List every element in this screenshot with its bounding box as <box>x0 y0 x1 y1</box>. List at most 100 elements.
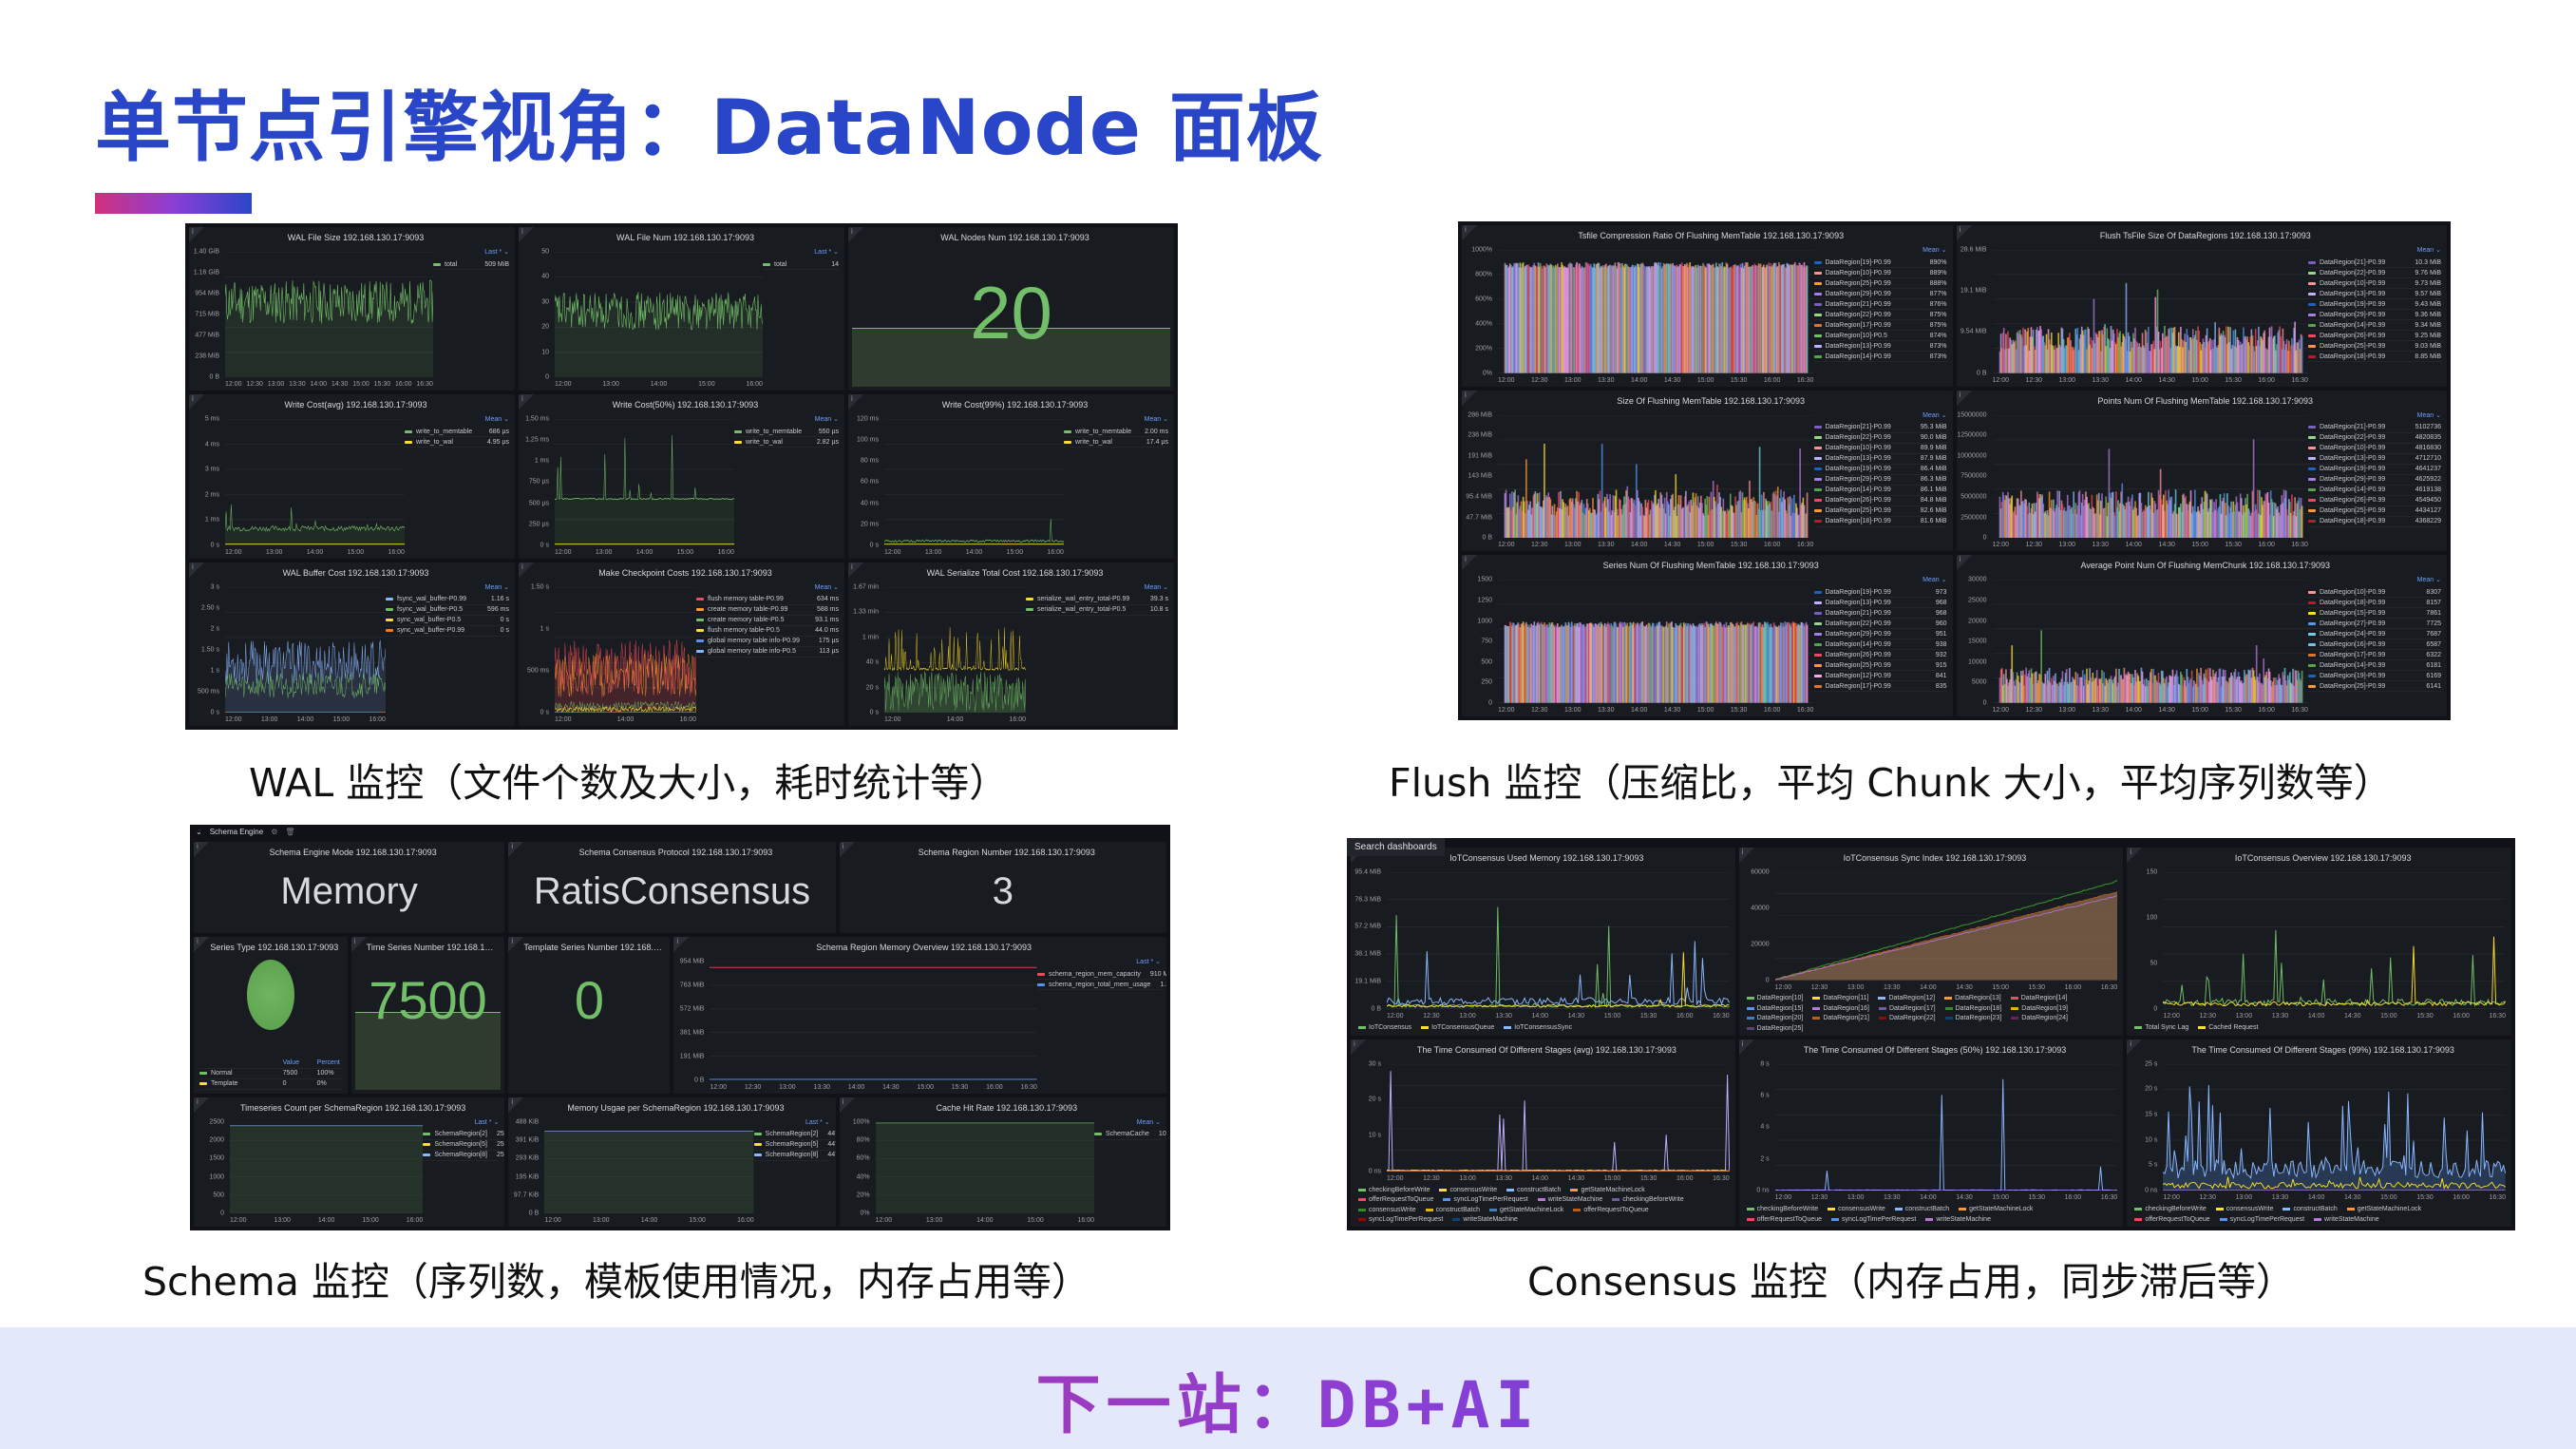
legend-item[interactable]: DataRegion[25] <box>1746 1024 1803 1033</box>
legend-item[interactable]: offerRequestToQueue <box>1573 1206 1649 1214</box>
info-icon[interactable]: i <box>848 227 863 242</box>
pie-chart[interactable] <box>246 960 294 1031</box>
plot-area[interactable] <box>1498 580 1814 703</box>
legend-item[interactable]: Total Sync Lag <box>2134 1023 2188 1033</box>
info-icon[interactable]: i <box>673 937 690 953</box>
schema-row-header[interactable]: ⌄ Schema Engine ⚙ 🗑 <box>190 825 1170 838</box>
plot-area[interactable] <box>230 1121 424 1213</box>
legend-item[interactable]: constructBatch <box>1506 1186 1561 1194</box>
legend-item[interactable]: IoTConsensusSync <box>1504 1023 1572 1033</box>
plot-area[interactable] <box>2163 1063 2506 1191</box>
legend-item[interactable]: checkingBeforeWrite <box>2134 1205 2207 1213</box>
plot-area[interactable] <box>555 419 734 545</box>
plot-area[interactable] <box>710 962 1037 1080</box>
legend-sort-header[interactable]: Mean ⌄ <box>484 583 509 591</box>
plot-area[interactable] <box>1992 250 2308 373</box>
legend-sort-header[interactable]: Mean ⌄ <box>814 416 839 424</box>
plot-area[interactable] <box>1387 872 1730 1009</box>
legend-sort-header[interactable]: Mean ⌄ <box>1144 583 1168 591</box>
legend-item[interactable]: DataRegion[13] <box>1944 995 2001 1003</box>
legend-item[interactable]: consensusWrite <box>1439 1186 1497 1194</box>
legend-item[interactable]: DataRegion[15] <box>1746 1004 1803 1013</box>
legend-item[interactable]: offerRequestToQueue <box>1358 1196 1433 1205</box>
info-icon[interactable]: i <box>1956 555 1972 571</box>
legend-item[interactable]: writeStateMachine <box>1537 1196 1602 1205</box>
legend-sort-header[interactable]: Mean ⌄ <box>1923 411 1947 419</box>
legend-item[interactable]: SchemaRegion[5]2500 <box>423 1140 504 1151</box>
legend-item[interactable]: consensusWrite <box>1828 1205 1885 1213</box>
legend-item[interactable]: SchemaRegion[5]447 KiB <box>753 1140 836 1151</box>
legend-item[interactable]: DataRegion[23] <box>1944 1015 2001 1023</box>
legend-item[interactable]: getStateMachineLock <box>1959 1205 2033 1213</box>
legend-item[interactable]: syncLogTimePerRequest <box>1443 1196 1528 1205</box>
info-icon[interactable]: i <box>2127 848 2143 863</box>
legend-item[interactable]: writeStateMachine <box>2314 1215 2379 1224</box>
plot-area[interactable] <box>225 419 405 545</box>
info-icon[interactable]: i <box>1956 390 1972 406</box>
plot-area[interactable] <box>225 252 433 378</box>
legend-column-header[interactable]: Percent <box>316 1059 340 1067</box>
legend-item[interactable]: offerRequestToQueue <box>2134 1215 2210 1224</box>
legend-sort-header[interactable]: Mean ⌄ <box>814 583 839 591</box>
info-icon[interactable]: i <box>848 562 863 578</box>
legend-item[interactable]: IoTConsensus <box>1358 1023 1411 1033</box>
chevron-down-icon[interactable]: ⌄ <box>196 827 202 836</box>
plot-area[interactable] <box>2163 872 2506 1009</box>
legend-item[interactable]: checkingBeforeWrite <box>1358 1186 1430 1194</box>
legend-sort-header[interactable]: Last * ⌄ <box>1136 959 1161 966</box>
info-icon[interactable]: i <box>2127 1039 2143 1055</box>
legend-sort-header[interactable]: Mean ⌄ <box>1144 416 1168 424</box>
legend-item[interactable]: Cached Request <box>2198 1023 2258 1033</box>
legend-item[interactable]: syncLogTimePerRequest <box>1358 1216 1443 1225</box>
legend-sort-header[interactable]: Mean ⌄ <box>2416 247 2441 254</box>
plot-area[interactable] <box>1992 580 2308 703</box>
info-icon[interactable]: i <box>194 937 209 953</box>
info-icon[interactable]: i <box>848 394 863 410</box>
legend-item[interactable]: SchemaRegion[8]2500 <box>423 1151 504 1161</box>
legend-item[interactable]: SchemaRegion[2]447 KiB <box>753 1130 836 1140</box>
info-icon[interactable]: i <box>1462 390 1477 406</box>
plot-area[interactable] <box>884 586 1026 713</box>
legend-sort-header[interactable]: Mean ⌄ <box>2416 411 2441 419</box>
